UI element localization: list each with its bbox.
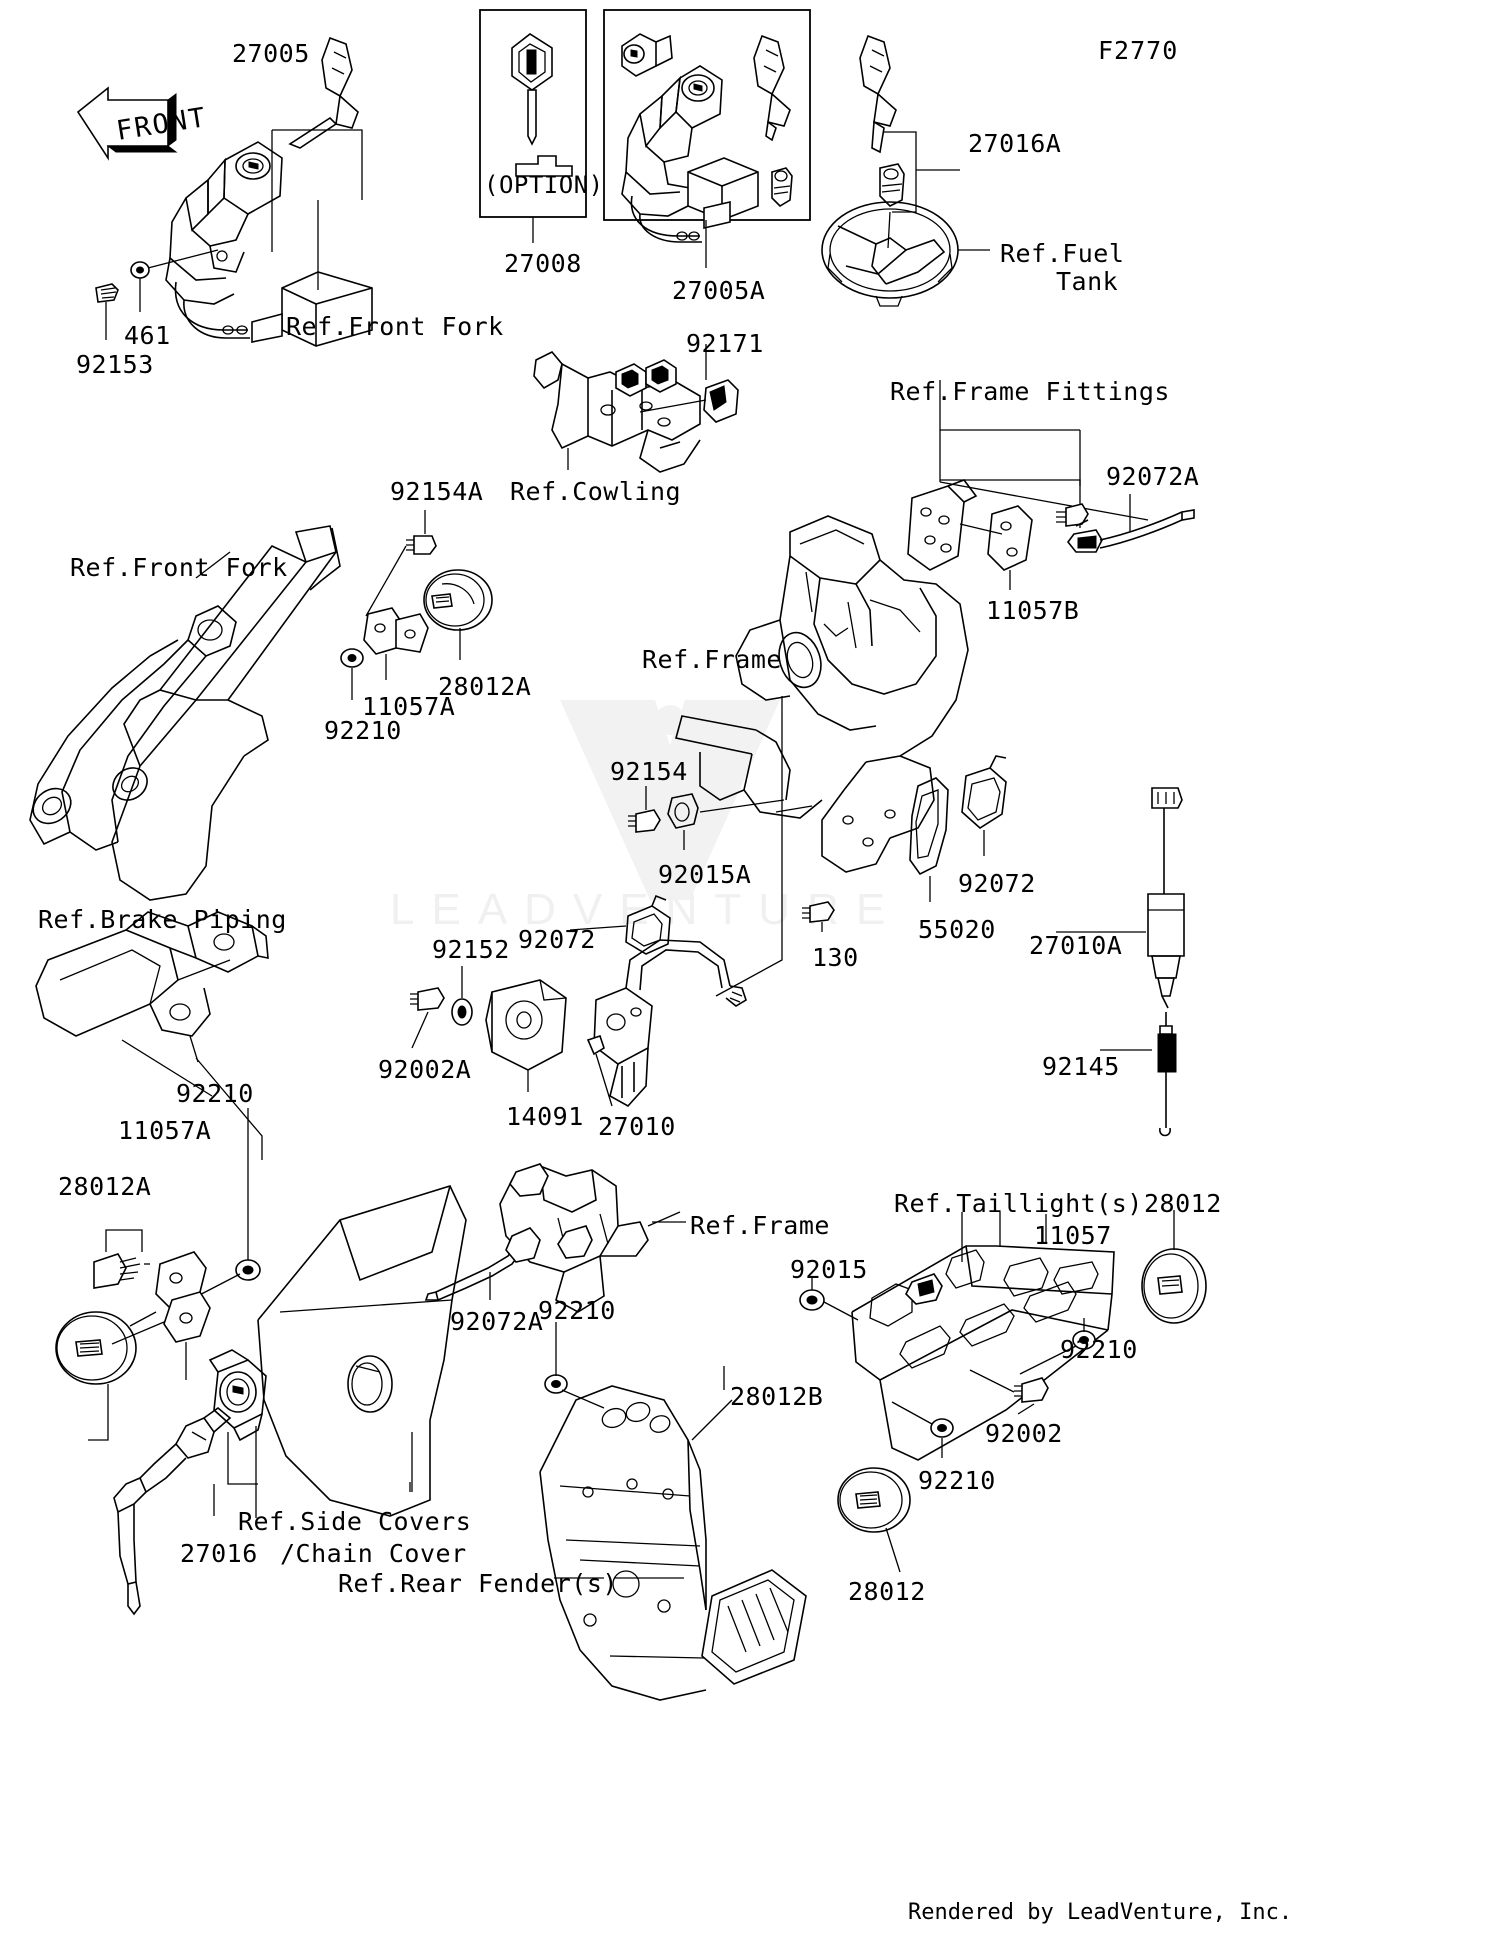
- part-label-92015a: 92015A: [658, 860, 752, 889]
- ref-label-cowling: Ref.Cowling: [510, 477, 682, 506]
- part-label-27010: 27010: [598, 1112, 676, 1141]
- option-key-box-27008: [479, 9, 587, 243]
- part-label-92145: 92145: [1042, 1052, 1120, 1081]
- ignition-switch-assembly-27005: [95, 36, 373, 347]
- frame-assembly: [628, 515, 1007, 997]
- license-plate-bracket-group: [799, 1210, 1207, 1573]
- part-label-11057a-upper: 11057A: [362, 692, 456, 721]
- rear-frame-bracket: [424, 1163, 681, 1409]
- ref-label-frame-fittings: Ref.Frame Fittings: [890, 377, 1170, 406]
- front-arrow-icon: FRONT: [76, 86, 209, 161]
- part-label-92154: 92154: [610, 757, 688, 786]
- part-label-92210-upper: 92210: [324, 716, 402, 745]
- part-label-11057: 11057: [1034, 1221, 1112, 1250]
- fuel-cap-lock-27016a: [821, 34, 990, 307]
- ref-label-frame-mid: Ref.Frame: [642, 645, 782, 674]
- option-box-label: (OPTION): [484, 171, 604, 199]
- part-label-27010a: 27010A: [1029, 931, 1123, 960]
- cowling-bracket-assembly: [533, 344, 739, 473]
- part-label-28012a-lower: 28012A: [58, 1172, 152, 1201]
- part-label-92072-frame: 92072: [958, 869, 1036, 898]
- part-label-28012b: 28012B: [730, 1382, 824, 1411]
- ref-label-fuel-tank-line1: Ref.Fuel: [1000, 239, 1125, 268]
- ref-label-taillights: Ref.Taillight(s): [894, 1189, 1143, 1218]
- part-label-130: 130: [812, 943, 859, 972]
- ref-label-side-covers: Ref.Side Covers: [238, 1507, 472, 1536]
- part-label-92153: 92153: [76, 350, 154, 379]
- diagram-code: F2770: [1098, 36, 1179, 65]
- ref-label-brake-piping: Ref.Brake Piping: [38, 905, 287, 934]
- ref-label-chain-cover: /Chain Cover: [280, 1539, 467, 1568]
- part-label-28012-bottom: 28012: [848, 1577, 926, 1606]
- render-credit: Rendered by LeadVenture, Inc.: [908, 1900, 1293, 1925]
- part-label-11057a-lower: 11057A: [118, 1116, 212, 1145]
- part-label-92210-lowerleft: 92210: [176, 1079, 254, 1108]
- sidestand-switch-27010-group: [410, 894, 747, 1108]
- front-fork-left: [29, 525, 341, 901]
- part-label-27008: 27008: [504, 249, 582, 278]
- part-label-92002a: 92002A: [378, 1055, 472, 1084]
- part-label-92002: 92002: [985, 1419, 1063, 1448]
- part-label-27016: 27016: [180, 1539, 258, 1568]
- part-label-92072a-bottom: 92072A: [450, 1307, 544, 1336]
- sidestand-switch-27010a: [1056, 787, 1185, 1137]
- part-label-92210-bottom: 92210: [918, 1466, 996, 1495]
- frame-fittings-group: [907, 380, 1195, 590]
- part-label-14091: 14091: [506, 1102, 584, 1131]
- ref-label-rear-fenders: Ref.Rear Fender(s): [338, 1569, 618, 1598]
- side-cover-lock-group: [113, 1185, 604, 1616]
- part-label-92171: 92171: [686, 329, 764, 358]
- ignition-set-box-27005a: [603, 9, 811, 268]
- part-label-27005: 27005: [232, 39, 310, 68]
- part-label-55020: 55020: [918, 915, 996, 944]
- part-label-27016a: 27016A: [968, 129, 1062, 158]
- part-label-92072a-top: 92072A: [1106, 462, 1200, 491]
- part-label-92015: 92015: [790, 1255, 868, 1284]
- part-label-92210-fender: 92210: [538, 1296, 616, 1325]
- part-label-28012a-upper: 28012A: [438, 672, 532, 701]
- part-label-27005a: 27005A: [672, 276, 766, 305]
- part-label-28012-right: 28012: [1144, 1189, 1222, 1218]
- part-label-92072-center: 92072: [518, 925, 596, 954]
- brake-piping-bracket-group: [35, 911, 269, 1441]
- part-label-92152: 92152: [432, 935, 510, 964]
- ref-label-front-fork-top: Ref.Front Fork: [286, 312, 504, 341]
- part-label-11057b: 11057B: [986, 596, 1080, 625]
- part-label-92154a: 92154A: [390, 477, 484, 506]
- fork-lock-bracket-group-upper: [340, 510, 493, 700]
- rear-fender-assembly: [539, 1366, 807, 1701]
- ref-label-fuel-tank-line2: Tank: [1056, 267, 1119, 296]
- ref-label-front-fork-mid: Ref.Front Fork: [70, 553, 288, 582]
- part-label-92210-plate: 92210: [1060, 1335, 1138, 1364]
- ref-label-frame-rear: Ref.Frame: [690, 1211, 830, 1240]
- part-label-461: 461: [124, 321, 171, 350]
